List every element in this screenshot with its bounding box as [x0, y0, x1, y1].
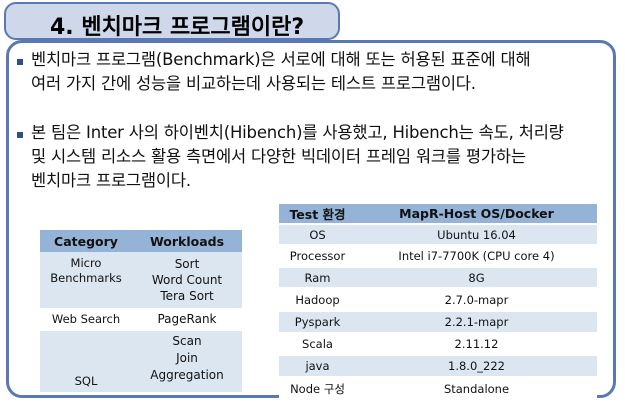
table-cell: Micro Benchmarks [40, 252, 132, 308]
cell-line: Aggregation [150, 368, 224, 382]
table-cell: 2.2.1-mapr [356, 310, 597, 333]
table-header: Test 환경 [279, 202, 356, 224]
table-header: MapR-Host OS/Docker [356, 202, 597, 224]
table-header: Workloads [132, 230, 242, 252]
cell-line: Benchmarks [50, 271, 122, 285]
paragraph-line: 벤치마크 프로그램이다. [31, 171, 191, 190]
cell-line: Sort [174, 257, 200, 271]
bullet-icon [17, 59, 23, 65]
category-table: Category Workloads Micro Benchmarks Sort… [40, 230, 242, 392]
cell-line: Word Count [151, 273, 223, 287]
table-header: Category [40, 230, 132, 252]
paragraph-1: 벤치마크 프로그램(Benchmark)은 서로에 대해 또는 허용된 표준에 … [31, 48, 611, 96]
table-cell: 8G [356, 266, 597, 288]
cell-line: Tera Sort [160, 289, 214, 303]
cell-line: Join [176, 351, 198, 365]
table-cell: Node 구성 [279, 376, 356, 399]
cell-line: Micro [70, 256, 102, 270]
table-cell: Intel i7-7700K (CPU core 4) [356, 244, 597, 267]
bullet-icon [17, 132, 23, 138]
page-title: 4. 벤치마크 프로그램이란? [50, 15, 305, 40]
table-cell: PageRank [132, 308, 242, 330]
cell-line: Scan [172, 334, 202, 348]
table-cell: 2.7.0-mapr [356, 287, 597, 311]
table-cell: Ubuntu 16.04 [356, 223, 597, 245]
title-tab: 4. 벤치마크 프로그램이란? [4, 2, 340, 40]
paragraph-line: 본 팀은 Inter 사의 하이벤치(Hibench)를 사용했고, Hiben… [31, 123, 564, 142]
table-cell: Standalone [356, 376, 597, 399]
paragraph-line: 벤치마크 프로그램(Benchmark)은 서로에 대해 또는 허용된 표준에 … [31, 50, 531, 69]
paragraph-2: 본 팀은 Inter 사의 하이벤치(Hibench)를 사용했고, Hiben… [31, 121, 611, 193]
paragraph-line: 및 시스템 리소스 활용 측면에서 다양한 빅데이터 프레임 워크를 평가하는 [31, 147, 526, 166]
paragraph-line: 여러 가지 간에 성능을 비교하는데 사용되는 테스트 프로그램이다. [31, 74, 476, 93]
table-cell: Sort Word Count Tera Sort [132, 252, 242, 308]
table-cell: Hadoop [279, 287, 356, 311]
table-cell: OS [279, 223, 356, 245]
table-cell: Web Search [40, 308, 132, 330]
table-cell: Scala [279, 332, 356, 355]
table-cell: 1.8.0_222 [356, 354, 597, 377]
table-cell: Ram [279, 266, 356, 288]
table-cell: Processor [279, 244, 356, 267]
table-cell: 2.11.12 [356, 332, 597, 355]
table-cell: Scan Join Aggregation [132, 329, 242, 392]
table-cell: java [279, 354, 356, 377]
table-cell: SQL [40, 329, 132, 392]
table-cell: Pyspark [279, 310, 356, 333]
